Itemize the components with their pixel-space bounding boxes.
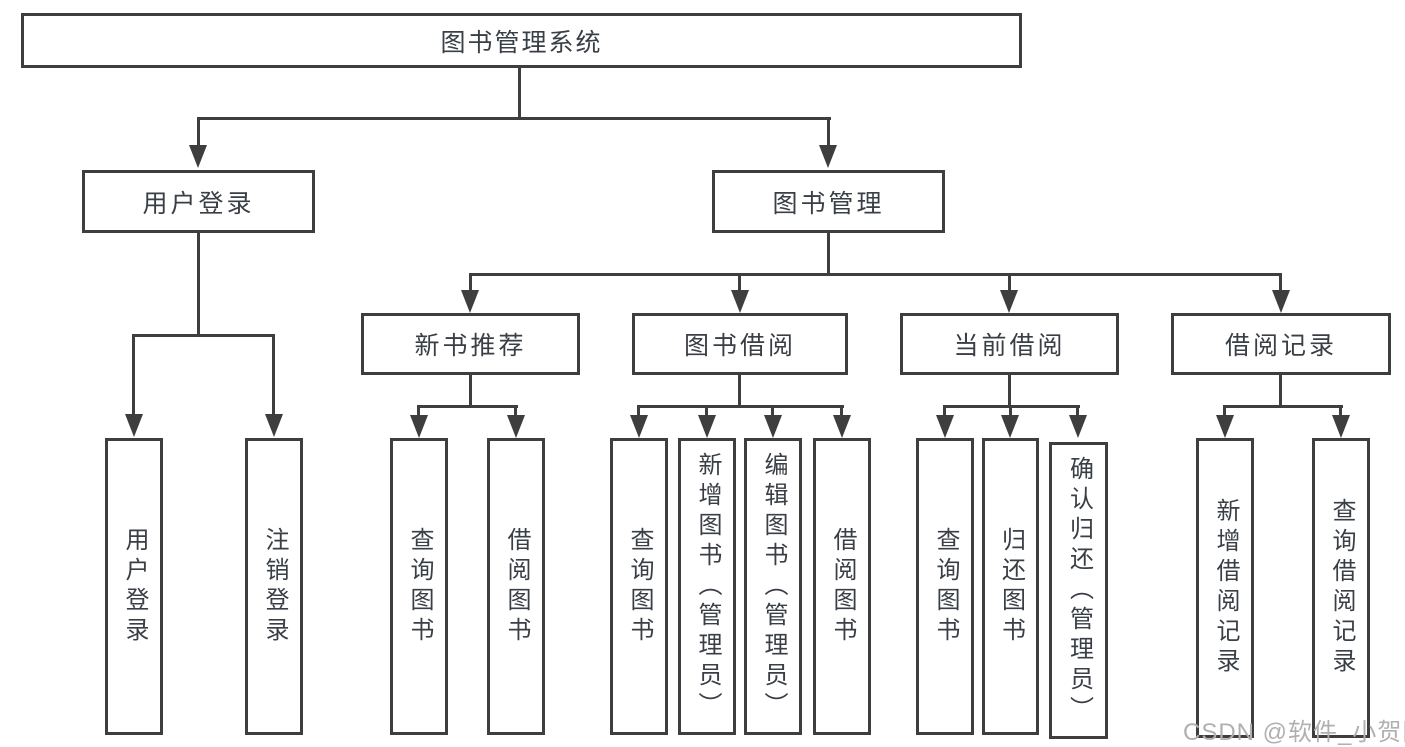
node-library-management-system: 图书管理系统 [21,13,1022,68]
connector-borrow-records-stem [1279,375,1282,407]
node-label: 图书管理 [772,189,885,218]
node-label: 图书借阅 [683,332,796,360]
connector-drop [197,117,200,147]
connector-drop [1223,405,1226,418]
connector-drop [272,334,275,415]
connector-drop [943,405,946,418]
connector-new-book-branch [417,405,518,408]
arrow-down-icon [507,415,525,438]
leaf-return-book: 归还图书 [982,438,1039,735]
leaf-label: 借阅图书 [503,526,530,647]
leaf-query-books: 查询图书 [610,438,668,735]
arrow-down-icon [819,145,837,168]
leaf-label: 编辑图书（管理员） [760,451,787,722]
leaf-label: 归还图书 [997,526,1025,647]
connector-drop [738,273,741,292]
leaf-label: 新增图书（管理员） [694,451,721,722]
arrow-down-icon [1000,290,1018,313]
node-label: 当前借阅 [953,332,1066,360]
arrow-down-icon [630,415,648,438]
leaf-label: 确认归还（管理员） [1065,455,1093,726]
arrow-down-icon [189,145,207,168]
arrow-down-icon [410,415,428,438]
leaf-label: 查询图书 [932,526,959,647]
connector-drop [132,334,135,415]
connector-book-borrow-branch [637,405,844,408]
connector-drop [827,117,830,147]
connector-current-borrow-stem [1008,375,1011,407]
arrow-down-icon [1069,415,1087,438]
connector-drop [417,405,420,418]
connector-root-branch [197,117,831,120]
node-label: 图书管理系统 [440,28,603,57]
node-current-borrow: 当前借阅 [900,313,1119,375]
arrow-down-icon [125,414,143,437]
node-borrow-records: 借阅记录 [1171,313,1391,375]
arrow-down-icon [265,414,283,437]
arrow-down-icon [731,290,749,313]
leaf-label: 查询图书 [626,526,653,647]
arrow-down-icon [1216,415,1234,438]
leaf-confirm-return-admin: 确认归还（管理员） [1049,442,1108,739]
arrow-down-icon [936,415,954,438]
connector-drop [1076,405,1079,418]
leaf-label: 注销登录 [261,526,288,647]
leaf-query-borrow-record: 查询借阅记录 [1312,438,1370,738]
leaf-label: 新增借阅记录 [1212,498,1239,678]
leaf-edit-book-admin: 编辑图书（管理员） [744,438,802,735]
connector-user-login-branch [132,334,275,337]
connector-drop [705,405,708,418]
leaf-borrow-books: 借阅图书 [813,438,871,735]
arrow-down-icon [1001,415,1019,438]
connector-user-login-stem [197,233,200,336]
node-user-login: 用户登录 [82,170,315,233]
node-new-book-recommend: 新书推荐 [361,313,580,375]
node-book-borrow: 图书借阅 [632,313,848,375]
leaf-add-book-admin: 新增图书（管理员） [678,438,736,735]
connector-drop [1008,273,1011,292]
leaf-label: 查询图书 [406,526,433,647]
leaf-label: 查询借阅记录 [1328,498,1355,678]
connector-drop [1279,273,1282,292]
connector-book-management-stem [827,233,830,275]
node-label: 用户登录 [142,189,255,218]
connector-drop [1339,405,1342,418]
leaf-borrow-books: 借阅图书 [487,438,545,735]
connector-borrow-records-branch [1223,405,1343,408]
connector-drop [840,405,843,418]
connector-root-stem [518,68,521,120]
arrow-down-icon [698,415,716,438]
connector-book-management-branch [469,273,1282,276]
leaf-user-login: 用户登录 [105,438,163,735]
connector-drop [514,405,517,418]
leaf-query-books: 查询图书 [916,438,974,735]
node-label: 新书推荐 [414,332,527,360]
arrow-down-icon [1272,290,1290,313]
node-book-management: 图书管理 [712,170,945,233]
node-label: 借阅记录 [1224,332,1337,360]
arrow-down-icon [833,415,851,438]
connector-drop [469,273,472,292]
leaf-logout: 注销登录 [245,438,303,735]
arrow-down-icon [1332,415,1350,438]
connector-drop [771,405,774,418]
arrow-down-icon [461,290,479,313]
leaf-label: 借阅图书 [829,526,856,647]
leaf-query-books: 查询图书 [390,438,448,735]
connector-book-borrow-stem [738,375,741,407]
connector-new-book-stem [469,375,472,407]
watermark: CSDN @软件_小贺同学 [1183,719,1405,746]
arrow-down-icon [764,415,782,438]
leaf-add-borrow-record: 新增借阅记录 [1196,438,1254,738]
connector-drop [1009,405,1012,418]
connector-drop [637,405,640,418]
leaf-label: 用户登录 [121,526,148,647]
